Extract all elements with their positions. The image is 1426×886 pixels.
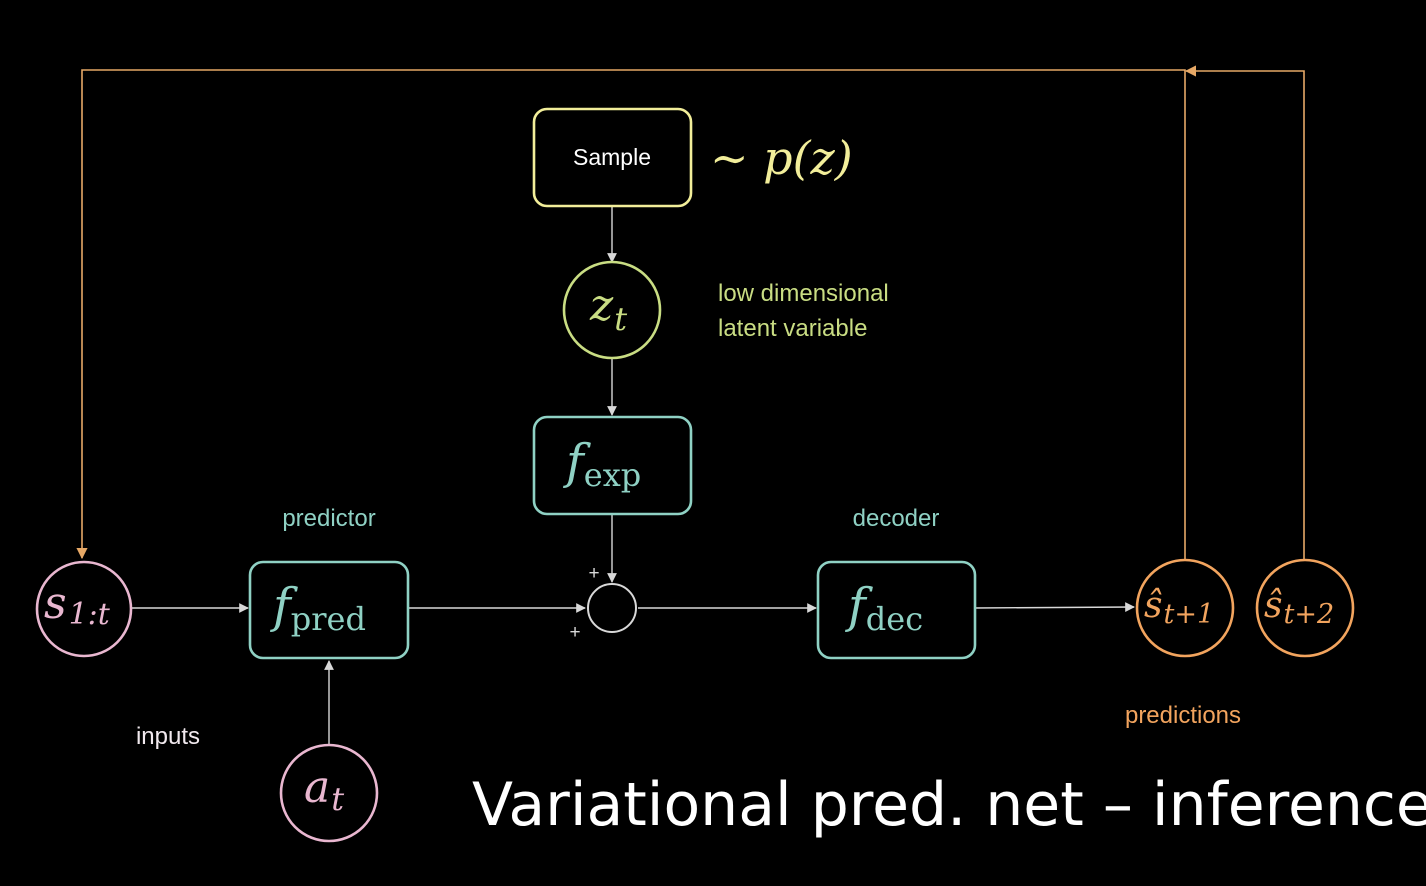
predictor-label: predictor [282,505,375,532]
pred-t2-node [1255,558,1355,658]
pred-t1-node [1135,558,1235,658]
z-annotation-line2: latent variable [718,315,867,342]
predictions-label: predictions [1125,702,1241,729]
arrow-fdec-to-pred [974,602,1135,612]
sum-node [587,583,637,633]
z-symbol: zt [589,280,627,338]
pred-t2-symbol: ŝt+2 [1264,585,1334,630]
a-node [279,743,379,843]
fdec-box [816,560,977,660]
fexp-box [532,415,693,516]
slide-title: Variational pred. net – inference [472,770,1426,840]
sum-plus-left: + [569,622,580,643]
sample-box [532,107,693,208]
fpred-symbol: fpred [270,578,366,638]
fexp-symbol: fexp [563,434,641,494]
decoder-label: decoder [853,505,940,532]
s-input-symbol: s1:t [44,578,111,632]
feedback-loop-inner [1184,65,1305,560]
pred-t1-symbol: ŝt+1 [1144,585,1214,630]
inputs-label: inputs [136,723,200,750]
feedback-loop-outer [76,69,1186,560]
sum-plus-top: + [588,563,599,584]
fpred-box [248,560,410,660]
a-symbol: at [304,762,344,818]
sample-distribution: ∼ p(z) [710,131,853,185]
fdec-symbol: fdec [845,578,923,638]
z-node [562,260,662,360]
z-annotation-line1: low dimensional [718,280,889,307]
s-input-node [35,560,133,658]
sample-label: Sample [573,144,651,170]
